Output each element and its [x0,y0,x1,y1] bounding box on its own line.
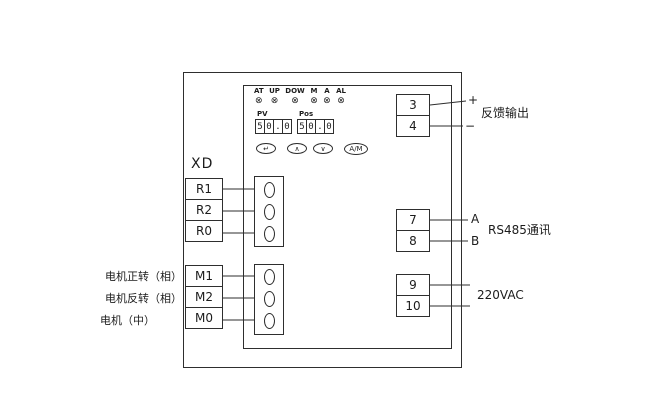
r-connector-block [254,176,284,247]
connector-hole [264,269,275,285]
terminal-r2: R2 [185,199,223,221]
rs485-comm-label: RS485通讯 [488,223,551,237]
indicator-label: UP [269,87,280,95]
set-button: ↵ [256,143,276,154]
indicator-label: AL [336,87,346,95]
terminal-7: 7 [396,209,430,231]
indicator-up: UP ⊗ [269,87,280,106]
feedback-output-label: 反馈输出 [481,106,530,120]
terminal-r1: R1 [185,178,223,200]
pv-label: PV [257,110,268,118]
indicator-label: AT [254,87,264,95]
rs485-a-label: A [471,212,480,226]
feedback-plus-sign: + [468,93,479,107]
power-terminal-block: 9 10 [396,274,430,317]
terminal-3: 3 [396,94,430,116]
power-220vac-label: 220VAC [477,288,524,302]
wire [429,100,467,106]
r-terminal-block: R1 R2 R0 [185,178,223,242]
down-button: ∨ [313,143,333,154]
pv-digit: 0 [282,119,292,134]
lamp-icon: ⊗ [270,96,279,106]
indicator-al: AL ⊗ [336,87,346,106]
terminal-m1: M1 [185,265,223,287]
terminal-r0: R0 [185,220,223,242]
rs485-terminal-block: 7 8 [396,209,430,252]
indicator-label: A [324,87,330,95]
terminal-8: 8 [396,230,430,252]
motor-forward-label: 电机正转（相） [105,270,182,283]
connector-hole [264,313,275,329]
pos-display: 5 0 . 0 [297,119,334,134]
terminal-10: 10 [396,295,430,317]
feedback-terminal-block: 3 4 [396,94,430,137]
lamp-icon: ⊗ [291,96,299,106]
lamp-icon: ⊗ [310,96,318,106]
terminal-m0: M0 [185,307,223,329]
motor-reverse-label: 电机反转（相） [105,292,182,305]
terminal-m2: M2 [185,286,223,308]
indicator-m: M ⊗ [310,87,318,106]
pv-display: 5 0 . 0 [255,119,292,134]
auto-manual-button: A/M [344,143,368,155]
indicator-row: AT ⊗ UP ⊗ DOW ⊗ M ⊗ A ⊗ AL ⊗ [254,87,346,106]
connector-hole [264,291,275,307]
terminal-4: 4 [396,115,430,137]
xd-label: XD [191,156,214,172]
connector-hole [264,204,275,220]
m-connector-block [254,264,284,335]
indicator-dow: DOW ⊗ [285,87,304,106]
pos-label: Pos [299,110,314,118]
up-button: ∧ [287,143,307,154]
indicator-at: AT ⊗ [254,87,264,106]
connector-hole [264,182,275,198]
motor-neutral-label: 电机（中） [100,314,155,327]
device-inner-panel [243,85,452,349]
lamp-icon: ⊗ [337,96,345,106]
terminal-9: 9 [396,274,430,296]
feedback-minus-sign: − [465,119,476,133]
indicator-label: DOW [285,87,305,95]
lamp-icon: ⊗ [323,96,331,106]
lamp-icon: ⊗ [255,96,263,106]
indicator-a: A ⊗ [323,87,331,106]
pos-digit: 0 [324,119,334,134]
connector-hole [264,226,275,242]
indicator-label: M [310,87,318,95]
rs485-b-label: B [471,234,480,248]
m-terminal-block: M1 M2 M0 [185,265,223,329]
